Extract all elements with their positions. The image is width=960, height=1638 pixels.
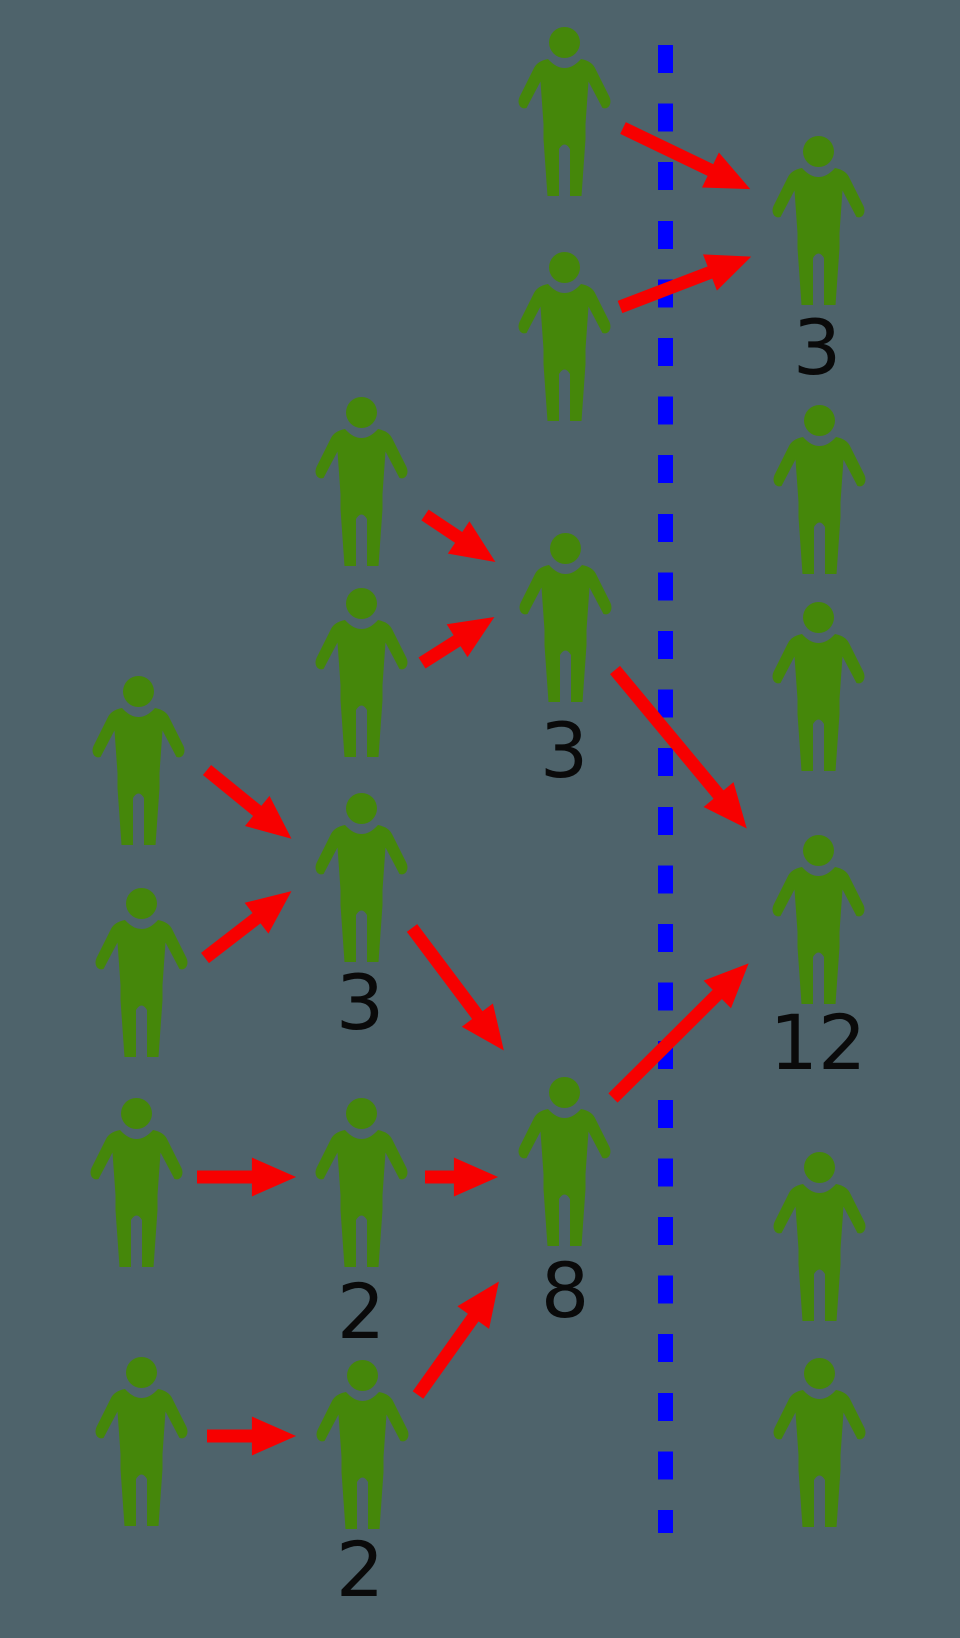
person-icon xyxy=(773,1358,865,1527)
person-icon xyxy=(518,27,610,196)
relation-arrow xyxy=(201,891,292,964)
person-icon xyxy=(315,588,407,757)
person-icon xyxy=(772,602,864,771)
person-icon xyxy=(90,1098,182,1267)
relation-arrow xyxy=(202,764,292,839)
relation-arrow xyxy=(406,924,504,1051)
person-icon xyxy=(773,405,865,574)
relation-arrow xyxy=(620,122,751,190)
person-icon xyxy=(315,1098,407,1267)
person-icon xyxy=(772,136,864,305)
person-icon xyxy=(315,397,407,566)
person-icon xyxy=(92,676,184,845)
count-label: 8 xyxy=(540,1246,590,1335)
relation-arrow xyxy=(418,617,495,669)
person-icon xyxy=(316,1360,408,1529)
relation-arrow xyxy=(421,509,496,562)
person-icon xyxy=(518,252,610,421)
count-label: 3 xyxy=(539,706,589,795)
person-icon xyxy=(95,1357,187,1526)
count-label: 12 xyxy=(769,998,867,1087)
generation-divider-line xyxy=(658,45,673,1533)
relation-arrow xyxy=(610,665,747,829)
count-label: 2 xyxy=(336,1267,386,1356)
relation-arrow xyxy=(617,254,752,314)
person-icon xyxy=(773,1152,865,1321)
person-icon xyxy=(95,888,187,1057)
person-icon xyxy=(519,533,611,702)
person-icon xyxy=(518,1077,610,1246)
count-label: 2 xyxy=(335,1525,385,1614)
count-label: 3 xyxy=(792,303,842,392)
count-label: 3 xyxy=(335,958,385,1047)
person-icon xyxy=(772,835,864,1004)
relation-arrow xyxy=(608,963,749,1103)
relation-arrow xyxy=(412,1281,499,1399)
person-icon xyxy=(315,793,407,962)
